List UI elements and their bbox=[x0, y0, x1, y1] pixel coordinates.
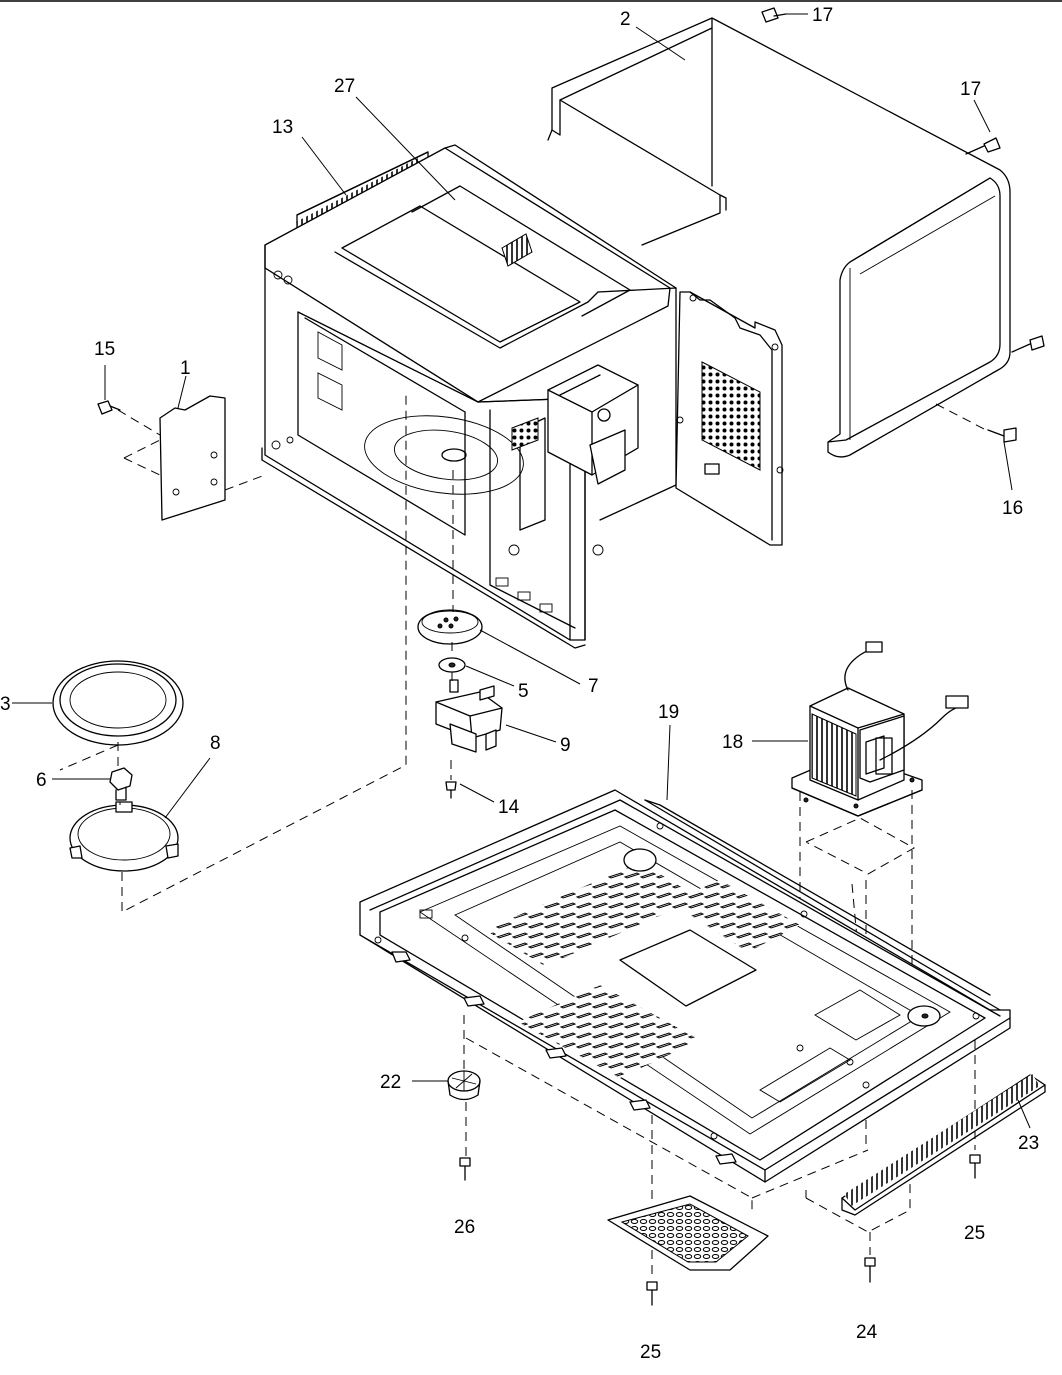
screw-14 bbox=[445, 781, 457, 799]
screw-17-top bbox=[761, 7, 787, 23]
callout-3: 3 bbox=[0, 694, 11, 715]
callout-14: 14 bbox=[498, 797, 520, 818]
screw-17-right bbox=[965, 137, 1001, 155]
screw-15 bbox=[97, 400, 121, 415]
screw-right-lower bbox=[1011, 335, 1045, 353]
part-22-foot bbox=[447, 1070, 481, 1101]
callout-7: 7 bbox=[588, 676, 599, 697]
callout-24: 24 bbox=[856, 1322, 878, 1343]
callout-19: 19 bbox=[658, 702, 679, 723]
callout-2: 2 bbox=[620, 9, 631, 30]
screw-26 bbox=[459, 1157, 471, 1181]
screw-25-right bbox=[969, 1154, 981, 1179]
part-8-roller-ring bbox=[69, 801, 179, 872]
part-3-glass-tray bbox=[52, 660, 184, 746]
projection-lines-left bbox=[59, 390, 454, 913]
screw-24 bbox=[864, 1257, 876, 1283]
part-19-base-plate bbox=[359, 789, 1011, 1183]
outer-cabinet bbox=[547, 17, 1011, 458]
callout-27: 27 bbox=[334, 76, 355, 97]
callout-18: 18 bbox=[722, 732, 743, 753]
part-1-panel bbox=[117, 395, 266, 521]
part-6-coupler bbox=[109, 767, 133, 801]
callout-labels: 2 17 17 27 13 15 1 16 7 5 3 19 18 8 9 6 … bbox=[0, 5, 1039, 1363]
callout-25-right: 25 bbox=[964, 1223, 985, 1244]
callout-17-right: 17 bbox=[960, 79, 981, 100]
part-18-transformer bbox=[791, 641, 969, 817]
part-9-motor bbox=[435, 679, 503, 753]
callout-17-top: 17 bbox=[812, 5, 833, 26]
part-23-strip bbox=[841, 1074, 1046, 1216]
callout-26: 26 bbox=[454, 1217, 475, 1238]
callout-25-bottom: 25 bbox=[640, 1342, 661, 1363]
callout-22: 22 bbox=[380, 1072, 401, 1093]
callout-15: 15 bbox=[94, 339, 115, 360]
callout-6: 6 bbox=[36, 770, 47, 791]
part-5-washer bbox=[438, 657, 466, 673]
main-chassis bbox=[261, 144, 784, 649]
callout-8: 8 bbox=[210, 733, 221, 754]
callout-16: 16 bbox=[1002, 498, 1023, 519]
callout-13: 13 bbox=[272, 117, 293, 138]
screw-16 bbox=[935, 403, 1017, 443]
part-7-turntable-support bbox=[417, 609, 483, 645]
callout-23: 23 bbox=[1018, 1133, 1039, 1154]
callout-5: 5 bbox=[518, 681, 529, 702]
vent-cover bbox=[607, 1195, 769, 1271]
callout-9: 9 bbox=[560, 735, 571, 756]
callout-1: 1 bbox=[180, 358, 191, 379]
leader-lines bbox=[12, 13, 1031, 1129]
projection-lines-base bbox=[463, 1015, 976, 1280]
screw-25-middle bbox=[646, 1281, 658, 1306]
